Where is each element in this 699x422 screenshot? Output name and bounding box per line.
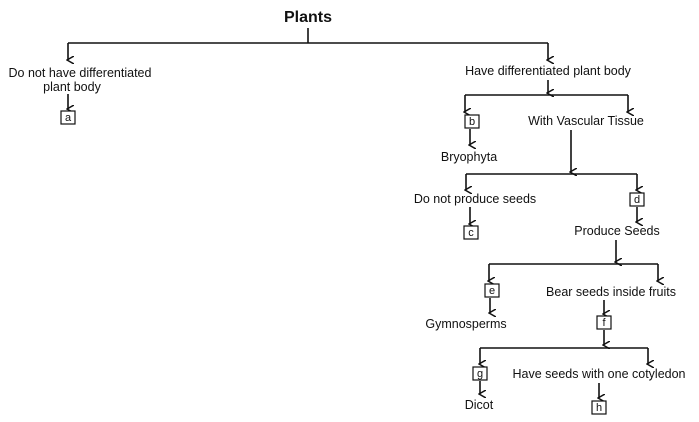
diagram-title: Plants [284,9,332,26]
box-c-label: c [468,227,474,239]
box-b-label: b [469,116,475,128]
node-one-cotyledon: Have seeds with one cotyledon [512,367,685,381]
node-no-differentiated-line2: plant body [43,80,101,94]
box-b [464,114,480,129]
box-e-label: e [489,285,495,297]
node-differentiated: Have differentiated plant body [465,64,632,78]
box-f [596,315,612,330]
box-c [463,225,479,240]
node-gymnosperms: Gymnosperms [425,317,506,331]
connector-vascular [466,130,637,190]
box-e [484,283,500,298]
box-g-label: g [477,368,483,380]
node-bryophyta: Bryophyta [441,150,497,164]
box-h [591,400,607,415]
node-no-differentiated-line1: Do not have differentiated [9,66,152,80]
box-a-label: a [65,112,72,124]
box-f-label: f [602,317,606,329]
node-inside-fruits: Bear seeds inside fruits [546,285,676,299]
box-d-label: d [634,194,640,206]
connector-f [480,330,648,364]
connector-produce-seeds [489,240,658,281]
box-h-label: h [596,402,602,414]
connector-plants [68,28,548,60]
connector-differentiated [465,80,628,112]
node-produce-seeds: Produce Seeds [574,224,659,238]
box-d [629,192,645,207]
node-vascular-tissue: With Vascular Tissue [528,114,644,128]
box-a [60,110,76,125]
node-no-seeds: Do not produce seeds [414,192,536,206]
box-g [472,366,488,381]
node-dicot: Dicot [465,398,494,412]
